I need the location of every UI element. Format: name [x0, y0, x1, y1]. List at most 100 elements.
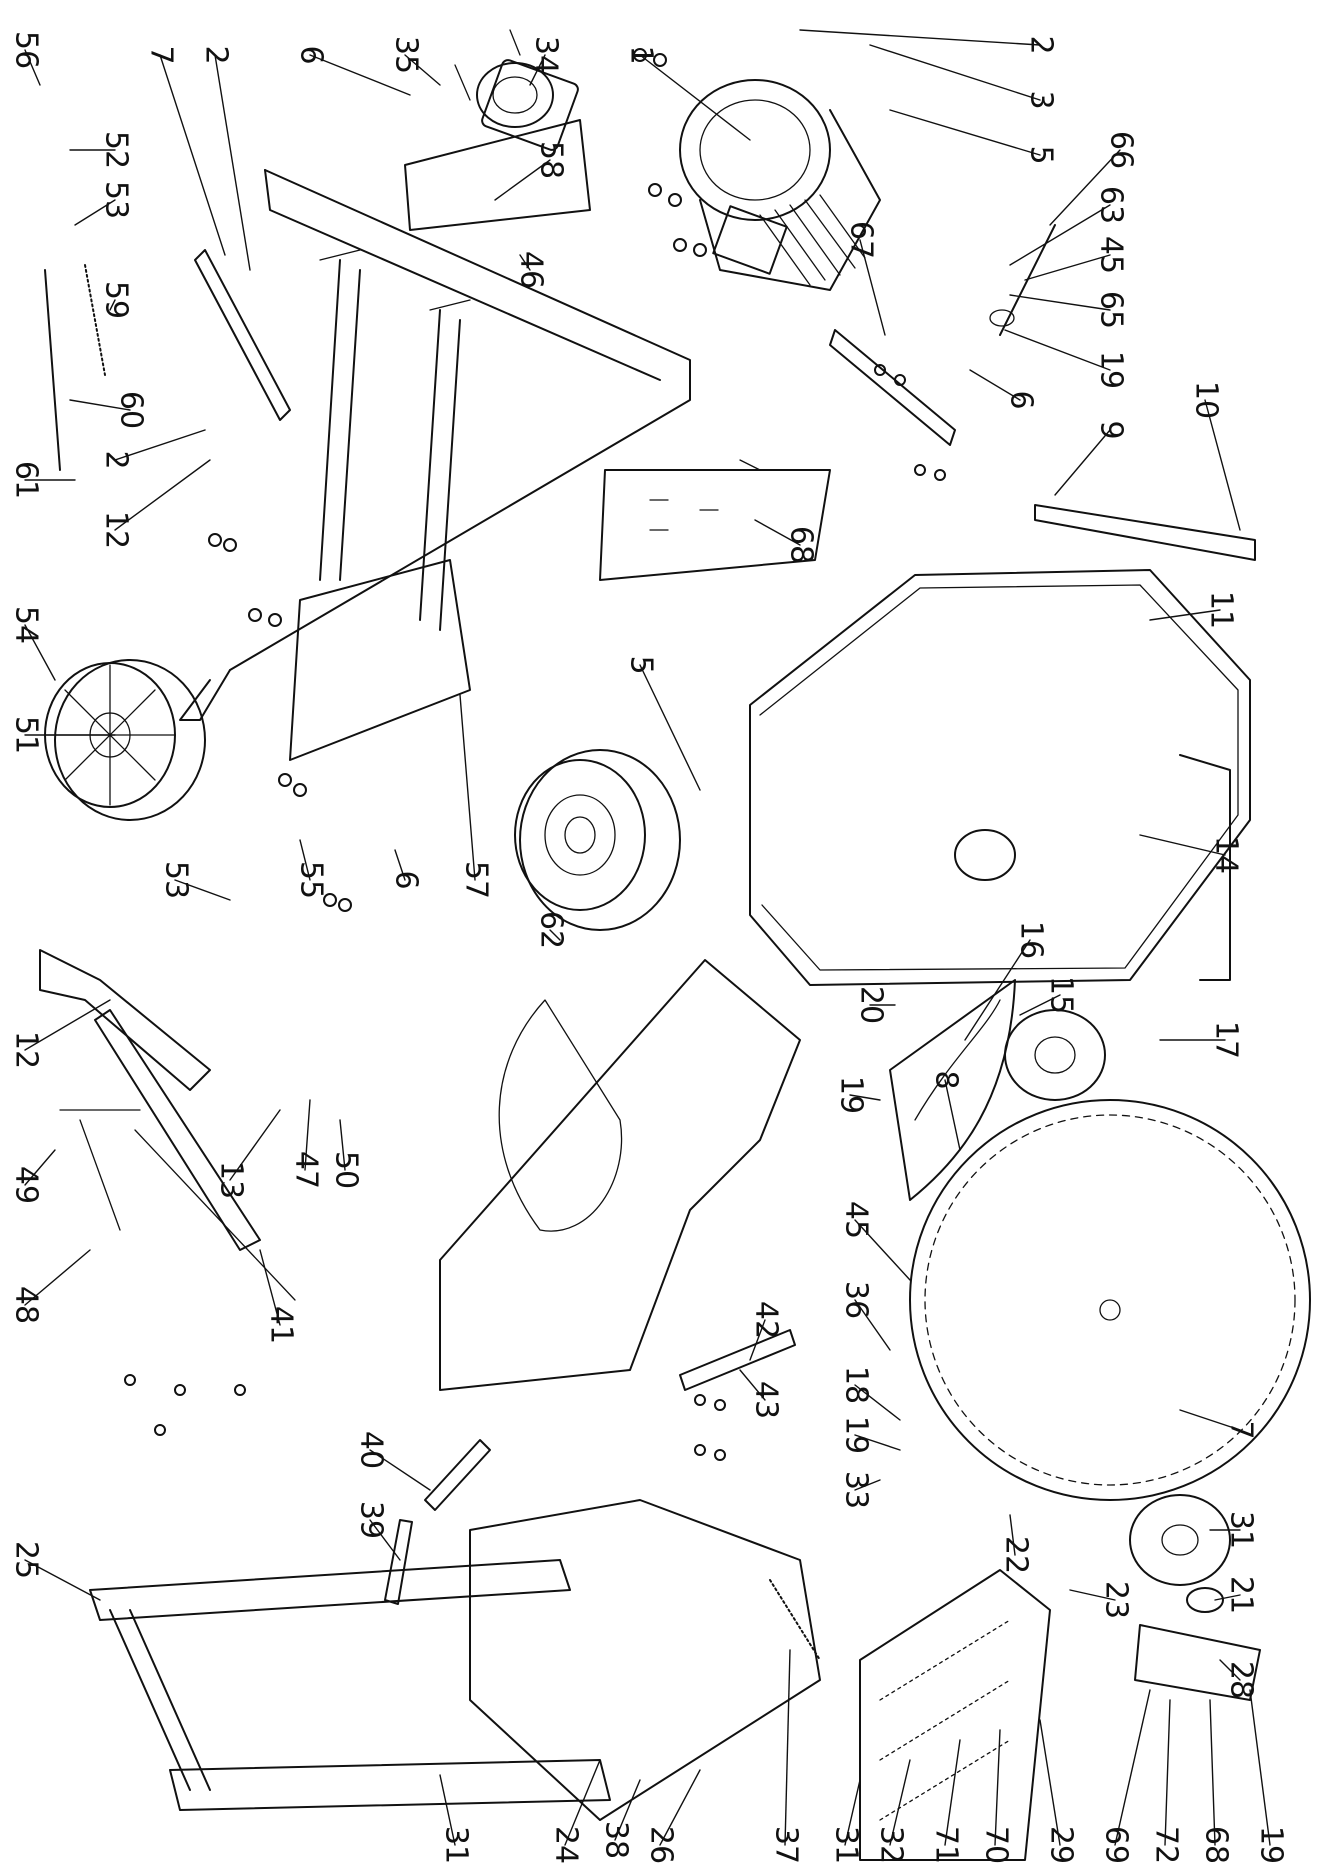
callout-leader — [994, 1729, 1001, 1846]
callout-number: 69 — [1099, 1826, 1134, 1864]
callout-number: 71 — [929, 1826, 964, 1864]
handle — [39, 949, 211, 1091]
callout-number: 19 — [1254, 1826, 1289, 1864]
callout-leader — [869, 44, 1041, 101]
callout-leader — [1009, 204, 1111, 266]
callout-number: 38 — [599, 1821, 634, 1859]
callout-number: 49 — [9, 1166, 44, 1204]
callout-number: 68 — [1199, 1826, 1234, 1864]
callout-leader — [844, 1779, 861, 1846]
saw-blade — [909, 1099, 1311, 1501]
callout-number: 42 — [749, 1301, 784, 1339]
wheel-rear — [44, 659, 206, 821]
callout-number: 65 — [1094, 291, 1129, 329]
callout-leader — [854, 1219, 911, 1281]
link-plate — [194, 249, 291, 421]
callout-leader — [1049, 149, 1121, 226]
switch-plate — [404, 119, 591, 231]
callout-leader — [24, 1559, 101, 1601]
callout-leader — [549, 929, 561, 941]
callout-leader — [969, 369, 1021, 401]
callout-number: 52 — [99, 131, 134, 169]
callout-number: 53 — [99, 181, 134, 219]
callout-number: 47 — [289, 1151, 324, 1189]
callout-leader — [889, 109, 1041, 156]
callout-leader — [854, 1479, 881, 1491]
riving-knife — [889, 979, 1016, 1201]
callout-number: 68 — [784, 526, 819, 564]
callout-number: 32 — [874, 1826, 909, 1864]
callout-leader — [519, 254, 531, 271]
callout-leader — [529, 54, 546, 86]
callout-number: 19 — [1094, 351, 1129, 389]
callout-leader — [1139, 834, 1226, 856]
callout-leader — [799, 29, 1041, 46]
callout-leader — [109, 299, 116, 311]
callout-number: 62 — [534, 911, 569, 949]
callout-leader — [114, 429, 206, 461]
callout-number: 13 — [214, 1161, 249, 1199]
callout-number: 7 — [144, 45, 179, 64]
tension-arm — [1134, 1624, 1261, 1701]
callout-number: 31 — [1224, 1511, 1259, 1549]
callout-leader — [259, 1249, 281, 1326]
callout-leader — [1164, 1699, 1171, 1846]
callout-leader — [1039, 1719, 1061, 1846]
callout-leader — [174, 879, 231, 901]
callout-leader — [1249, 1689, 1271, 1846]
callout-number: 63 — [1094, 186, 1129, 224]
callout-leader — [854, 1434, 901, 1451]
clamp-strips — [384, 1439, 491, 1605]
callout-leader — [1209, 1699, 1216, 1846]
callout-number: 12 — [99, 511, 134, 549]
callout-number: 18 — [839, 1366, 874, 1404]
callout-leader — [159, 54, 226, 256]
callout-leader — [114, 459, 211, 531]
wheel-front — [514, 749, 681, 931]
callout-leader — [1054, 429, 1111, 496]
flange — [1004, 1009, 1106, 1101]
callout-number: 58 — [534, 141, 569, 179]
callout-number: 6 — [389, 870, 424, 889]
callout-number: 10 — [1189, 381, 1224, 419]
callout-leader — [404, 54, 441, 86]
callout-leader — [459, 694, 476, 881]
callout-number: 43 — [749, 1381, 784, 1419]
table-assembly — [89, 1499, 821, 1821]
callout-number: 25 — [9, 1541, 44, 1579]
callout-number: 19 — [839, 1416, 874, 1454]
callout-number: 48 — [9, 1286, 44, 1324]
callout-number: 53 — [159, 861, 194, 899]
shaft — [44, 264, 106, 471]
callout-leader — [1004, 329, 1111, 371]
callout-leader — [564, 1759, 601, 1846]
callout-leader — [639, 54, 751, 141]
callout-leader — [69, 399, 131, 411]
callout-number: 3 — [1024, 90, 1059, 109]
switch-box — [454, 29, 579, 151]
bracket-plate — [599, 459, 831, 581]
callout-number: 8 — [929, 1070, 964, 1089]
callout-number: 2 — [99, 450, 134, 469]
callout-leader — [24, 624, 56, 681]
callout-number: 26 — [644, 1826, 679, 1864]
callout-number: 5 — [624, 655, 659, 674]
callout-leader — [1019, 994, 1061, 1016]
feed-table — [859, 1569, 1051, 1861]
motor — [679, 79, 881, 291]
callout-leader — [639, 664, 701, 791]
callout-leader — [784, 1649, 791, 1846]
callout-leader — [1219, 1659, 1241, 1681]
callout-number: 56 — [9, 31, 44, 69]
callout-leader — [854, 1384, 901, 1421]
callout-leader — [1024, 254, 1111, 281]
callout-leader — [1009, 294, 1111, 311]
callout-leader — [859, 239, 886, 336]
callout-leader — [889, 1759, 911, 1846]
callout-number: 41 — [264, 1306, 299, 1344]
callout-number: 59 — [99, 281, 134, 319]
callout-leader — [74, 199, 116, 226]
callout-number: 33 — [839, 1471, 874, 1509]
